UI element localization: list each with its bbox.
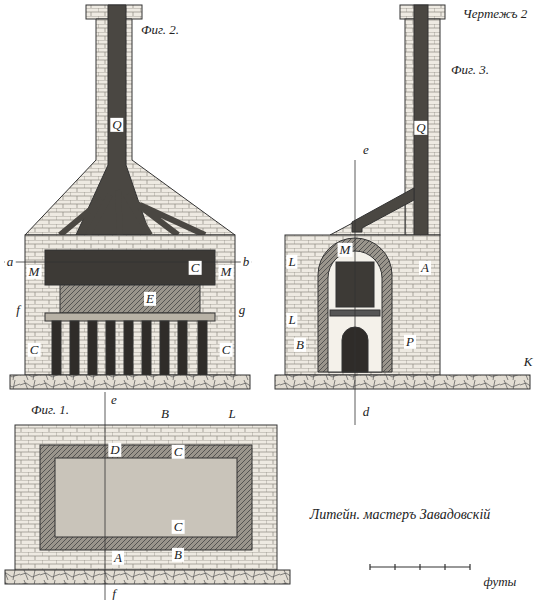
part-letter: A <box>419 261 431 275</box>
part-letter: e <box>361 143 371 157</box>
part-letter: C <box>172 445 185 459</box>
signature: Литейн. мастеръ Завадовскій <box>308 507 493 522</box>
part-letter: g <box>237 303 248 317</box>
part-letter: f <box>110 587 118 600</box>
part-letter: b <box>241 255 252 269</box>
part-letter: f <box>14 303 22 317</box>
part-letter: C <box>220 343 233 357</box>
part-letter: P <box>404 335 416 349</box>
part-letter: L <box>286 255 297 269</box>
part-letter: Q <box>414 121 427 135</box>
part-letter: M <box>338 243 353 257</box>
part-letter: L <box>286 313 297 327</box>
part-letter: M <box>219 265 234 279</box>
sheet-title: Чертежъ 2 <box>461 7 529 21</box>
part-letter: K <box>522 355 535 369</box>
figure-label: Фиг. 2. <box>139 23 181 37</box>
part-letter: D <box>108 443 121 457</box>
scale-label: футы <box>482 575 519 589</box>
part-letter: E <box>144 292 156 306</box>
part-letter: Q <box>110 118 123 132</box>
part-letter: M <box>27 265 42 279</box>
part-letter: B <box>172 548 184 562</box>
part-letter: B <box>159 407 171 421</box>
part-letter: C <box>189 261 202 275</box>
figure-label: Фиг. 3. <box>449 63 491 77</box>
part-letter: A <box>112 551 124 565</box>
part-letter: a <box>5 255 16 269</box>
part-letter: C <box>172 520 185 534</box>
part-letter: e <box>109 393 119 407</box>
figure-label: Фиг. 1. <box>29 403 71 417</box>
part-letter: d <box>361 405 372 419</box>
part-letter: L <box>226 407 237 421</box>
part-letter: B <box>294 338 306 352</box>
part-letter: C <box>28 343 41 357</box>
